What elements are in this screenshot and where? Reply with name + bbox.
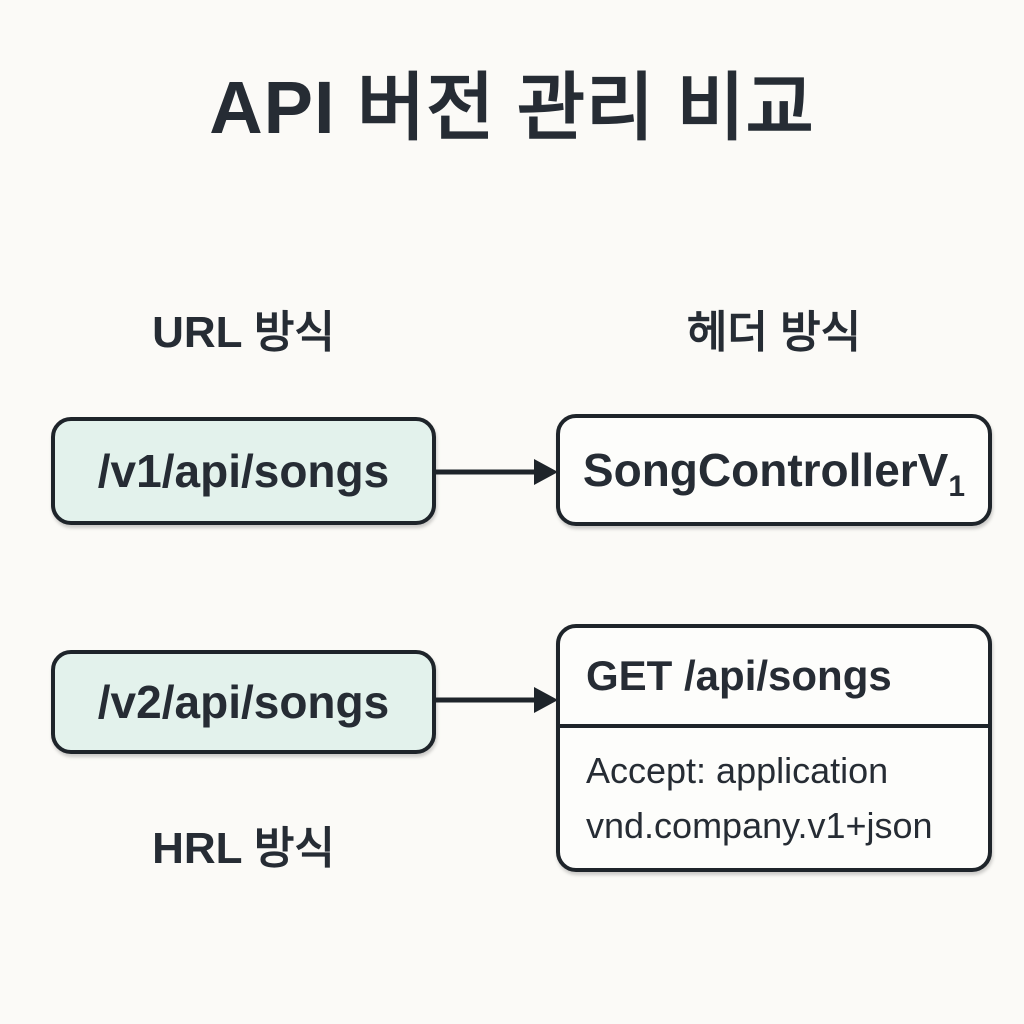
column-header-header-method: 헤더 방식: [686, 308, 862, 357]
node-v2-url: /v2/api/songs: [51, 650, 436, 754]
node-v2-url-label: /v2/api/songs: [97, 676, 390, 728]
column-header-url-method: URL 방식: [152, 308, 335, 357]
footer-label-hrl-method: HRL 방식: [152, 824, 335, 873]
accept-header-line-2: vnd.company.v1+json: [586, 805, 933, 846]
right-arrow-icon: [432, 459, 558, 485]
node-get-request: GET /api/songs Accept: application vnd.c…: [556, 624, 992, 872]
node-song-controller-text: SongControllerV: [582, 444, 949, 496]
node-get-request-title: GET /api/songs: [560, 628, 988, 728]
node-song-controller-subscript: 1: [948, 470, 966, 503]
right-arrow-icon: [432, 687, 558, 713]
node-song-controller-label: SongControllerV1: [582, 443, 965, 502]
accept-header-line-1: Accept: application: [586, 750, 889, 791]
node-get-request-body: Accept: application vnd.company.v1+json: [560, 728, 988, 868]
node-v1-url: /v1/api/songs: [51, 417, 436, 525]
node-v1-url-label: /v1/api/songs: [97, 445, 390, 497]
page-title: API 버전 관리 비교: [209, 66, 815, 149]
node-song-controller: SongControllerV1: [556, 414, 992, 526]
